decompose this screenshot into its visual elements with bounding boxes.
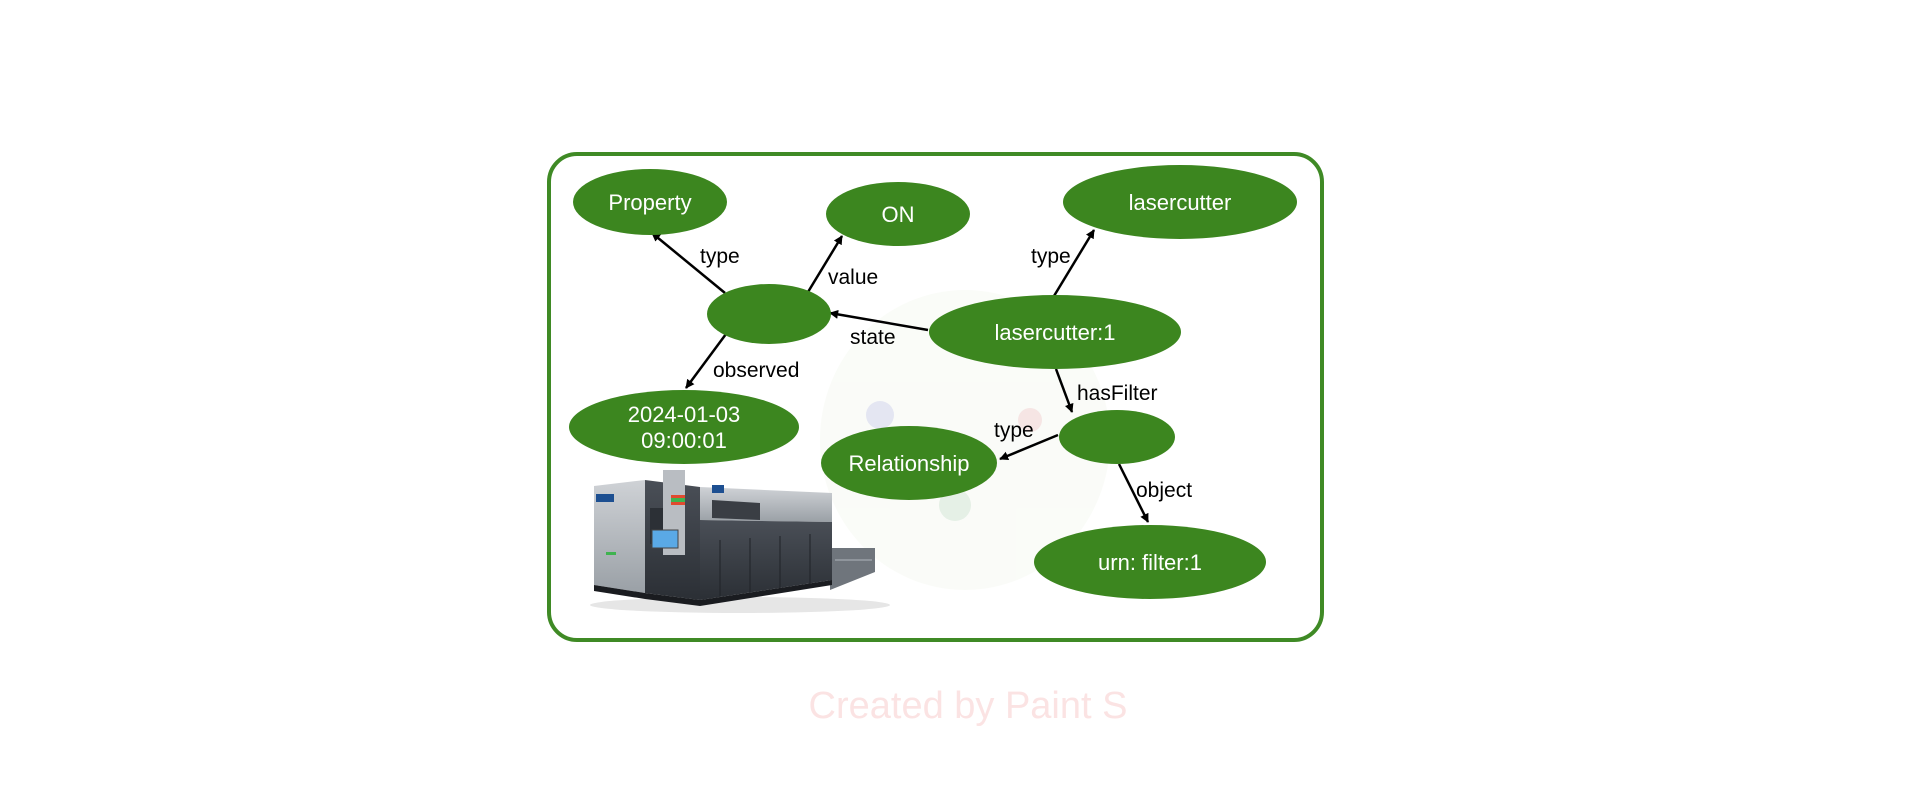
node-observed-date[interactable]: 2024-01-03 09:00:01 (569, 390, 799, 464)
node-lasercutter-type[interactable]: lasercutter (1063, 165, 1297, 239)
laser-cutter-machine-icon (590, 470, 890, 613)
node-on-label: ON (882, 202, 915, 227)
edge-state-observed (684, 333, 728, 389)
node-property[interactable]: Property (573, 169, 727, 235)
edge-label-filter-type: type (994, 419, 1034, 442)
edge-label-state-observed: observed (713, 359, 799, 382)
edge-state-value (806, 235, 844, 293)
nodes: Property ON lasercutter lasercutter:1 20… (569, 165, 1297, 599)
edge-labels: type value type state observed hasFilter… (700, 245, 1192, 502)
node-lasercutter-1-label: lasercutter:1 (994, 320, 1115, 345)
edge-label-laser-state: state (850, 326, 896, 349)
edge-label-filter-object: object (1136, 479, 1192, 502)
node-urn-filter[interactable]: urn: filter:1 (1034, 525, 1266, 599)
node-lasercutter-type-label: lasercutter (1129, 190, 1232, 215)
edge-laser-type (1052, 229, 1096, 297)
node-observed-date-line1: 2024-01-03 (628, 402, 741, 427)
node-relationship-label: Relationship (848, 451, 969, 476)
node-relationship[interactable]: Relationship (821, 426, 997, 500)
node-property-label: Property (608, 190, 691, 215)
edge-laser-hasfilter (1054, 368, 1074, 413)
node-on[interactable]: ON (826, 182, 970, 246)
edge-label-state-value: value (828, 266, 878, 289)
node-urn-filter-label: urn: filter:1 (1098, 550, 1202, 575)
watermark-text: Created by Paint S (809, 685, 1128, 727)
node-lasercutter-1[interactable]: lasercutter:1 (929, 295, 1181, 369)
edges (651, 229, 1150, 523)
node-filter-blank[interactable] (1059, 410, 1175, 464)
node-observed-date-line2: 09:00:01 (641, 428, 727, 453)
edge-state-type (651, 232, 726, 294)
edge-filter-type (999, 433, 1059, 461)
edge-label-laser-type: type (1031, 245, 1071, 268)
edge-label-state-type: type (700, 245, 740, 268)
edge-laser-state (829, 309, 929, 332)
edge-label-laser-hasfilter: hasFilter (1077, 382, 1158, 405)
node-state-blank[interactable] (707, 284, 831, 344)
edge-filter-object (1117, 463, 1150, 523)
